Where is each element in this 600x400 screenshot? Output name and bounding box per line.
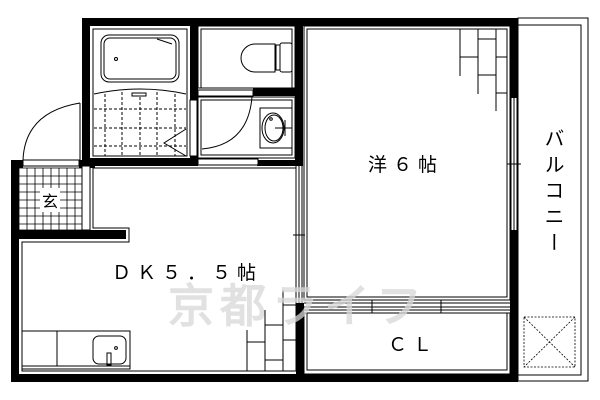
exterior-walls [11,18,518,382]
western-room-label: 洋６帖 [368,154,444,176]
balcony-area [517,17,589,382]
bathroom [92,28,188,157]
entrance-label: 玄 [40,188,61,212]
balcony-label: バルコニー [541,128,565,258]
sliding-door-dk [293,166,305,303]
closet-label: ＣＬ [388,334,439,356]
balcony-window [507,97,521,231]
toilet-room [197,25,296,89]
closet-room [303,300,511,375]
dining-kitchen-room [21,167,297,372]
western-room [303,25,511,301]
washroom [197,96,296,159]
dining-kitchen-label: ＤＫ５．５帖 [112,262,263,284]
entrance-door [22,102,81,167]
